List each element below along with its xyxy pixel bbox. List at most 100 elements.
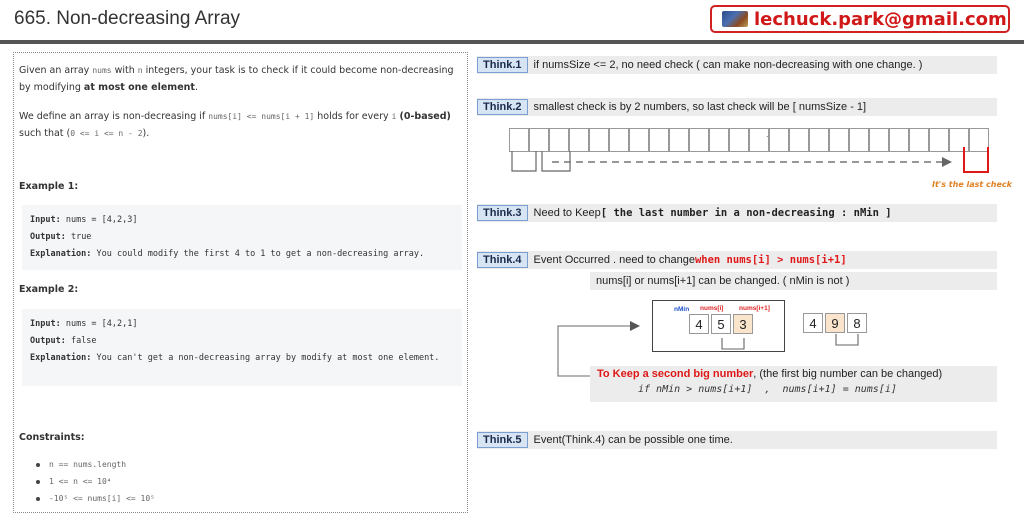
array-cell bbox=[629, 128, 649, 152]
text-span: holds for every bbox=[314, 111, 392, 122]
text-span: ). bbox=[142, 128, 150, 139]
inline-code: nums bbox=[92, 66, 112, 75]
bullet-icon bbox=[36, 479, 40, 484]
inline-code: n bbox=[137, 66, 143, 75]
label-nmin: nMin bbox=[674, 306, 690, 313]
demo-box: nMin nums[i] nums[i+1] 4 5 3 bbox=[652, 300, 785, 352]
explanation-value: You could modify the first 4 to 1 to get… bbox=[96, 249, 425, 259]
array-cell bbox=[889, 128, 909, 152]
array-cell bbox=[849, 128, 869, 152]
think-1-row: Think.1 if numsSize <= 2, no need check … bbox=[477, 56, 997, 74]
demo-right-bracket bbox=[835, 334, 859, 346]
array-cell bbox=[949, 128, 969, 152]
think-4-text: Event Occurred . need to change bbox=[533, 254, 695, 266]
think-2-tag: Think.2 bbox=[477, 99, 528, 115]
page-title: 665. Non-decreasing Array bbox=[14, 8, 241, 29]
keep-row bbox=[590, 366, 997, 402]
array-cell bbox=[829, 128, 849, 152]
array-cell bbox=[649, 128, 669, 152]
label-nums-i: nums[i] bbox=[700, 305, 724, 312]
array-cell bbox=[569, 128, 589, 152]
text-span: Given an array bbox=[19, 65, 93, 76]
array-cell bbox=[609, 128, 629, 152]
bold-text: (0-based) bbox=[399, 111, 451, 122]
email-badge: lechuck.park@gmail.com bbox=[710, 5, 1010, 33]
loop-arrow-line bbox=[557, 325, 632, 377]
array-cell bbox=[549, 128, 569, 152]
text-span: We define an array is non-decreasing if bbox=[19, 111, 209, 122]
problem-panel: Given an array nums with n integers, you… bbox=[13, 52, 468, 513]
explanation-label: Explanation: bbox=[30, 249, 92, 259]
array-cell bbox=[689, 128, 709, 152]
label-nums-i1: nums[i+1] bbox=[739, 305, 770, 312]
last-check-label: It's the last check bbox=[932, 180, 1012, 189]
array-cell bbox=[769, 128, 789, 152]
think-5-text: Event(Think.4) can be possible one time. bbox=[533, 434, 733, 446]
think-5-row: Think.5 Event(Think.4) can be possible o… bbox=[477, 431, 997, 449]
think-3-bold: [ the last number in a non-decreasing : … bbox=[600, 207, 892, 219]
think-3-tag: Think.3 bbox=[477, 205, 528, 221]
bracket-first bbox=[511, 151, 537, 172]
constraint-text: -10⁵ <= nums[i] <= 10⁵ bbox=[49, 494, 155, 503]
array-cell bbox=[729, 128, 749, 152]
text-span: integers, your task is to check if it co… bbox=[19, 65, 454, 93]
constraint-text: n == nums.length bbox=[49, 460, 127, 469]
problem-paragraph-2: We define an array is non-decreasing if … bbox=[19, 108, 464, 142]
think2-diagram bbox=[511, 147, 989, 173]
output-label: Output: bbox=[30, 232, 66, 242]
explanation-value: You can't get a non-decreasing array by … bbox=[96, 353, 440, 363]
think-1-text: if numsSize <= 2, no need check ( can ma… bbox=[533, 59, 923, 71]
output-value: false bbox=[70, 336, 97, 346]
inline-code: i bbox=[391, 112, 397, 121]
example-1-heading: Example 1: bbox=[19, 181, 79, 192]
constraints-list: n == nums.length 1 <= n <= 10⁴ -10⁵ <= n… bbox=[36, 456, 155, 507]
think-2-row: Think.2 smallest check is by 2 numbers, … bbox=[477, 98, 997, 116]
input-label: Input: bbox=[30, 319, 61, 329]
think-5-tag: Think.5 bbox=[477, 432, 528, 448]
array-cell bbox=[869, 128, 889, 152]
array-cell bbox=[909, 128, 929, 152]
output-label: Output: bbox=[30, 336, 66, 346]
constraints-heading: Constraints: bbox=[19, 432, 85, 443]
keep-rest-text: , (the first big number can be changed) bbox=[753, 368, 943, 380]
left-cell-2: 3 bbox=[733, 314, 753, 334]
think-4-note-row bbox=[590, 272, 997, 290]
array-cell bbox=[929, 128, 949, 152]
think-4-note: nums[i] or nums[i+1] can be changed. ( n… bbox=[596, 275, 850, 287]
problem-paragraph-1: Given an array nums with n integers, you… bbox=[19, 62, 464, 96]
inline-code: 0 <= i <= n - 2 bbox=[70, 129, 143, 138]
last-check-bracket bbox=[963, 147, 989, 173]
left-cell-1: 5 bbox=[711, 314, 731, 334]
keep-code: if nMin > nums[i+1] , nums[i+1] = nums[i… bbox=[638, 384, 897, 395]
array-cell bbox=[969, 128, 989, 152]
email-text: lechuck.park@gmail.com bbox=[754, 8, 1007, 30]
keep-text: To Keep a second big number, (the first … bbox=[597, 368, 942, 380]
array-cell bbox=[809, 128, 829, 152]
array-cell bbox=[509, 128, 529, 152]
think-1-tag: Think.1 bbox=[477, 57, 528, 73]
think-2-text: smallest check is by 2 numbers, so last … bbox=[533, 101, 867, 113]
input-value: nums = [4,2,3] bbox=[65, 215, 138, 225]
bullet-icon bbox=[36, 496, 40, 501]
bracket-second bbox=[541, 151, 571, 172]
array-dot: . bbox=[766, 129, 769, 139]
right-cell-0: 4 bbox=[803, 313, 823, 333]
array-cell bbox=[529, 128, 549, 152]
array-cell bbox=[789, 128, 809, 152]
demo-connectors bbox=[557, 321, 859, 377]
inline-code: nums[i] <= nums[i + 1] bbox=[208, 112, 315, 121]
logo-icon bbox=[722, 11, 748, 27]
header-divider bbox=[0, 40, 1024, 44]
text-span: with bbox=[111, 65, 138, 76]
constraint-text: 1 <= n <= 10⁴ bbox=[49, 477, 112, 486]
example-1-box: Input: nums = [4,2,3] Output: true Expla… bbox=[22, 205, 462, 270]
keep-red-text: To Keep a second big number bbox=[597, 368, 754, 380]
text-span: . bbox=[194, 82, 198, 93]
input-label: Input: bbox=[30, 215, 61, 225]
array-cell bbox=[589, 128, 609, 152]
demo-left-bracket bbox=[721, 338, 745, 350]
explanation-label: Explanation: bbox=[30, 353, 92, 363]
text-span: such that ( bbox=[19, 128, 71, 139]
think-4-tag: Think.4 bbox=[477, 252, 528, 268]
loop-arrow-head-icon bbox=[630, 321, 640, 331]
